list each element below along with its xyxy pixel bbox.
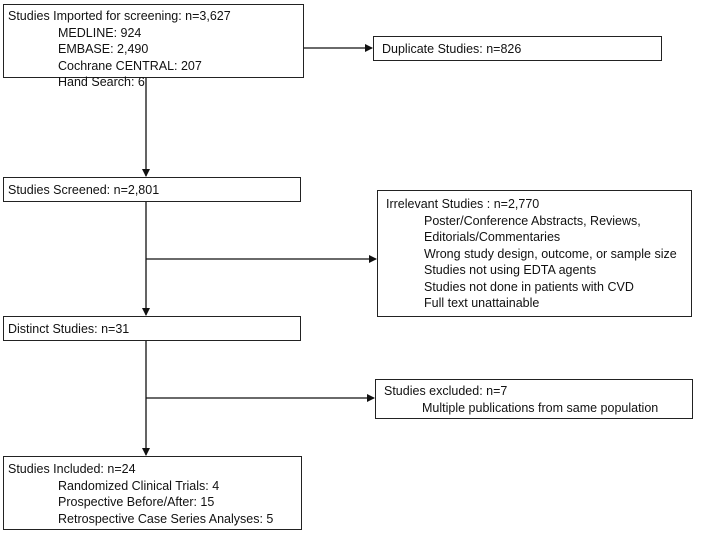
included-title: Studies Included: n=24 (8, 462, 136, 476)
box-studies-excluded: Studies excluded: n=7 Multiple publicati… (375, 379, 693, 419)
imported-title: Studies Imported for screening: n=3,627 (8, 9, 231, 23)
duplicates-title: Duplicate Studies: n=826 (382, 42, 522, 56)
irrelevant-title: Irrelevant Studies : n=2,770 (386, 197, 540, 211)
irrelevant-item: Studies not using EDTA agents (424, 263, 597, 277)
box-irrelevant-studies: Irrelevant Studies : n=2,770 Poster/Conf… (377, 190, 692, 317)
irrelevant-item: Poster/Conference Abstracts, Reviews, (424, 213, 641, 228)
imported-item: EMBASE: 2,490 (58, 42, 149, 56)
imported-item: MEDLINE: 924 (58, 25, 142, 40)
box-studies-screened: Studies Screened: n=2,801 (3, 177, 301, 202)
irrelevant-item: Full text unattainable (424, 296, 540, 310)
screened-title: Studies Screened: n=2,801 (8, 183, 160, 197)
imported-item: Hand Search: 6 (58, 75, 145, 89)
box-studies-included: Studies Included: n=24 Randomized Clinic… (3, 456, 302, 530)
box-distinct-studies: Distinct Studies: n=31 (3, 316, 301, 341)
imported-item: Cochrane CENTRAL: 207 (58, 58, 202, 73)
irrelevant-item: Editorials/Commentaries (424, 230, 561, 244)
box-studies-imported: Studies Imported for screening: n=3,627 … (3, 4, 304, 89)
distinct-title: Distinct Studies: n=31 (8, 322, 130, 336)
box-duplicate-studies: Duplicate Studies: n=826 (373, 36, 662, 61)
excluded-title: Studies excluded: n=7 (384, 384, 508, 398)
included-item: Retrospective Case Series Analyses: 5 (58, 511, 274, 526)
excluded-item: Multiple publications from same populati… (422, 400, 659, 415)
irrelevant-item: Studies not done in patients with CVD (424, 279, 634, 294)
included-item: Randomized Clinical Trials: 4 (58, 478, 220, 493)
included-item: Prospective Before/After: 15 (58, 495, 215, 509)
irrelevant-item: Wrong study design, outcome, or sample s… (424, 246, 677, 261)
